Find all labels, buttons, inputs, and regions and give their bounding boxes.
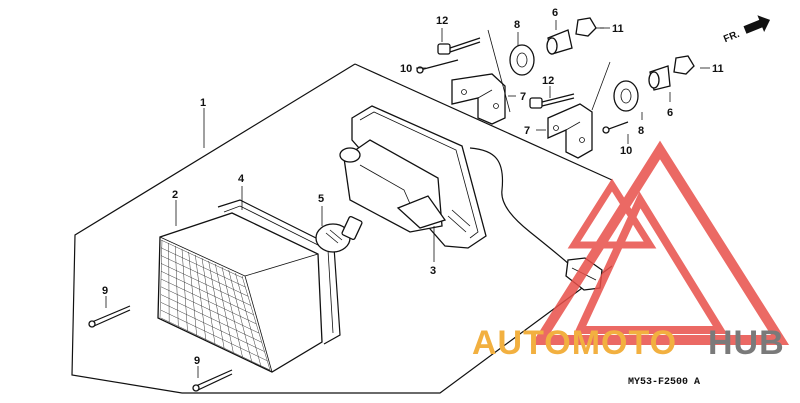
front-direction-indicator: FR.	[722, 15, 771, 45]
callout-12-upper: 12	[436, 15, 448, 27]
callout-8-lower: 8	[638, 125, 644, 137]
lens-grid-line	[215, 263, 234, 353]
lower-bracket-group	[529, 55, 695, 159]
screw-9-upper	[88, 305, 131, 328]
lens-grid-line	[235, 272, 262, 366]
callout-11-lower: 11	[712, 63, 724, 75]
callout-9-lower: 9	[194, 355, 200, 367]
lens-grid-line	[160, 263, 252, 306]
lens-grid-line	[160, 317, 271, 371]
lens-grid-line	[160, 270, 254, 316]
callout-5: 5	[318, 193, 324, 205]
lens-grid-line	[241, 275, 271, 371]
lens-grid-line	[160, 286, 260, 334]
screw-9-lower	[192, 369, 233, 392]
lens-grid-line	[208, 260, 225, 349]
callout-10-lower: 10	[620, 145, 632, 157]
callout-3: 3	[430, 265, 436, 277]
lens-grid-line	[188, 251, 197, 336]
lens-grid-line	[228, 269, 252, 362]
callout-9-upper: 9	[102, 285, 108, 297]
lens-grid-line	[160, 247, 246, 288]
bulb-part	[315, 215, 363, 253]
housing-part	[339, 105, 487, 249]
callout-7-lower: 7	[524, 125, 530, 137]
lens-grid-line	[160, 278, 257, 325]
callout-1: 1	[200, 97, 206, 109]
lens-grid-line	[195, 254, 207, 340]
lens-grid-line	[221, 266, 243, 358]
watermark-text-hub: HUB	[708, 324, 785, 362]
callout-10-upper: 10	[400, 63, 412, 75]
lens-grid	[159, 239, 271, 371]
upper-bracket-group	[416, 17, 604, 125]
lens-grid-line	[160, 255, 249, 297]
lens-grid-line	[160, 309, 268, 362]
lens-grid-line	[160, 302, 265, 352]
watermark-triangle-logo	[530, 140, 790, 345]
diagram-code: MY53-F2500 A	[628, 377, 700, 388]
lens-grid-line	[201, 257, 216, 345]
callout-8-upper: 8	[514, 19, 520, 31]
callout-12-lower: 12	[542, 75, 554, 87]
callout-6-lower: 6	[667, 107, 673, 119]
callout-2: 2	[172, 189, 178, 201]
callout-4: 4	[238, 173, 245, 185]
lens-part	[157, 212, 323, 373]
front-label: FR.	[722, 29, 741, 45]
leader-lines	[105, 20, 710, 378]
callout-7-upper: 7	[520, 91, 526, 103]
lens-grid-line	[160, 239, 244, 279]
callout-labels: 1 2 3 4 5 6 6 7 7 8 8 9 9 10 10 11 11 12…	[102, 7, 724, 367]
assembly-outline	[71, 63, 613, 394]
automotohub-watermark: AUTOMOTO HUB	[472, 140, 790, 362]
watermark-text-automoto: AUTOMOTO	[472, 324, 677, 362]
lens-grid-line	[160, 294, 262, 343]
callout-11-upper: 11	[612, 23, 624, 35]
callout-6-upper: 6	[552, 7, 558, 19]
